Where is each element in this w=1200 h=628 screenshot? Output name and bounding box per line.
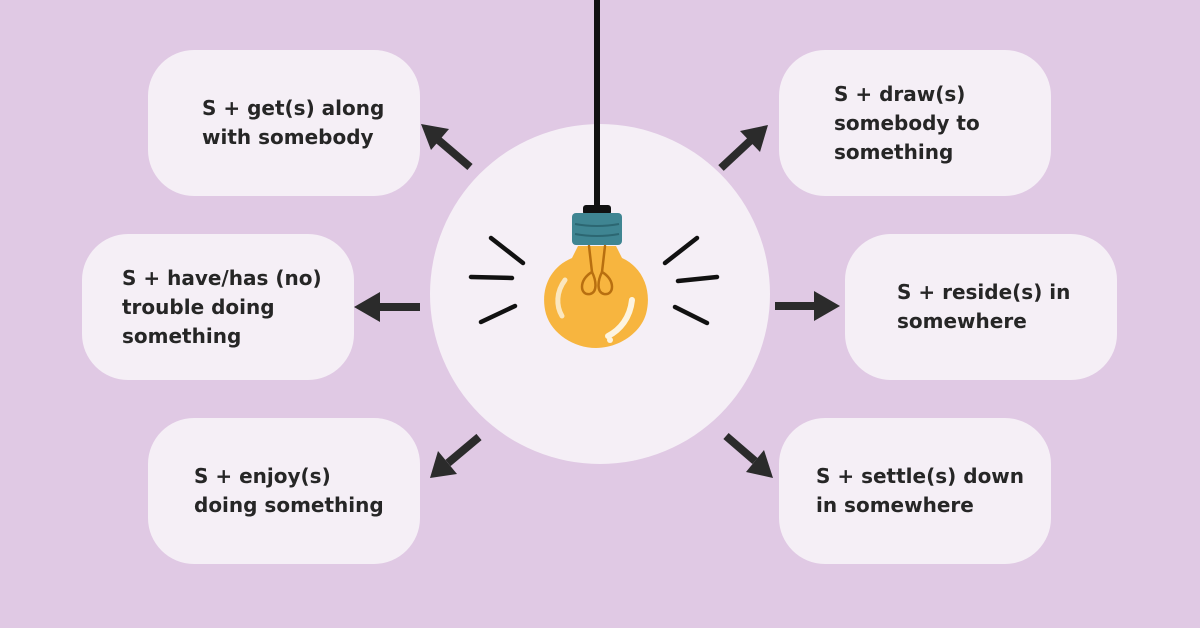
- arrow-icon-right: [775, 291, 840, 321]
- card-enjoy-text: S + enjoy(s) doing something: [194, 464, 384, 517]
- card-reside: S + reside(s) in somewhere: [845, 234, 1117, 380]
- card-draw-text: S + draw(s) somebody to something: [834, 81, 980, 164]
- card-enjoy: S + enjoy(s) doing something: [148, 418, 420, 564]
- card-settle-text: S + settle(s) down in somewhere: [816, 464, 1025, 517]
- filament: [580, 244, 614, 296]
- card-settle: S + settle(s) down in somewhere: [779, 418, 1051, 564]
- socket-top: [583, 205, 611, 215]
- card-draw: S + draw(s) somebody to something: [779, 50, 1051, 196]
- card-have-trouble: S + have/has (no) trouble doing somethin…: [82, 234, 354, 380]
- arrow-icon-down-right: [723, 432, 773, 478]
- card-reside-text: S + reside(s) in somewhere: [897, 280, 1071, 333]
- arrow-icon-left: [354, 292, 420, 322]
- bulb-socket: [572, 213, 622, 245]
- arrow-icon-up-left: [421, 124, 473, 171]
- card-have-trouble-text: S + have/has (no) trouble doing somethin…: [122, 265, 322, 348]
- arrow-icon-down-left: [430, 433, 482, 478]
- card-get-along-text: S + get(s) along with somebody: [202, 96, 385, 149]
- arrow-icon-up-right: [718, 125, 768, 171]
- card-get-along: S + get(s) along with somebody: [148, 50, 420, 196]
- shine-rays: [468, 235, 720, 326]
